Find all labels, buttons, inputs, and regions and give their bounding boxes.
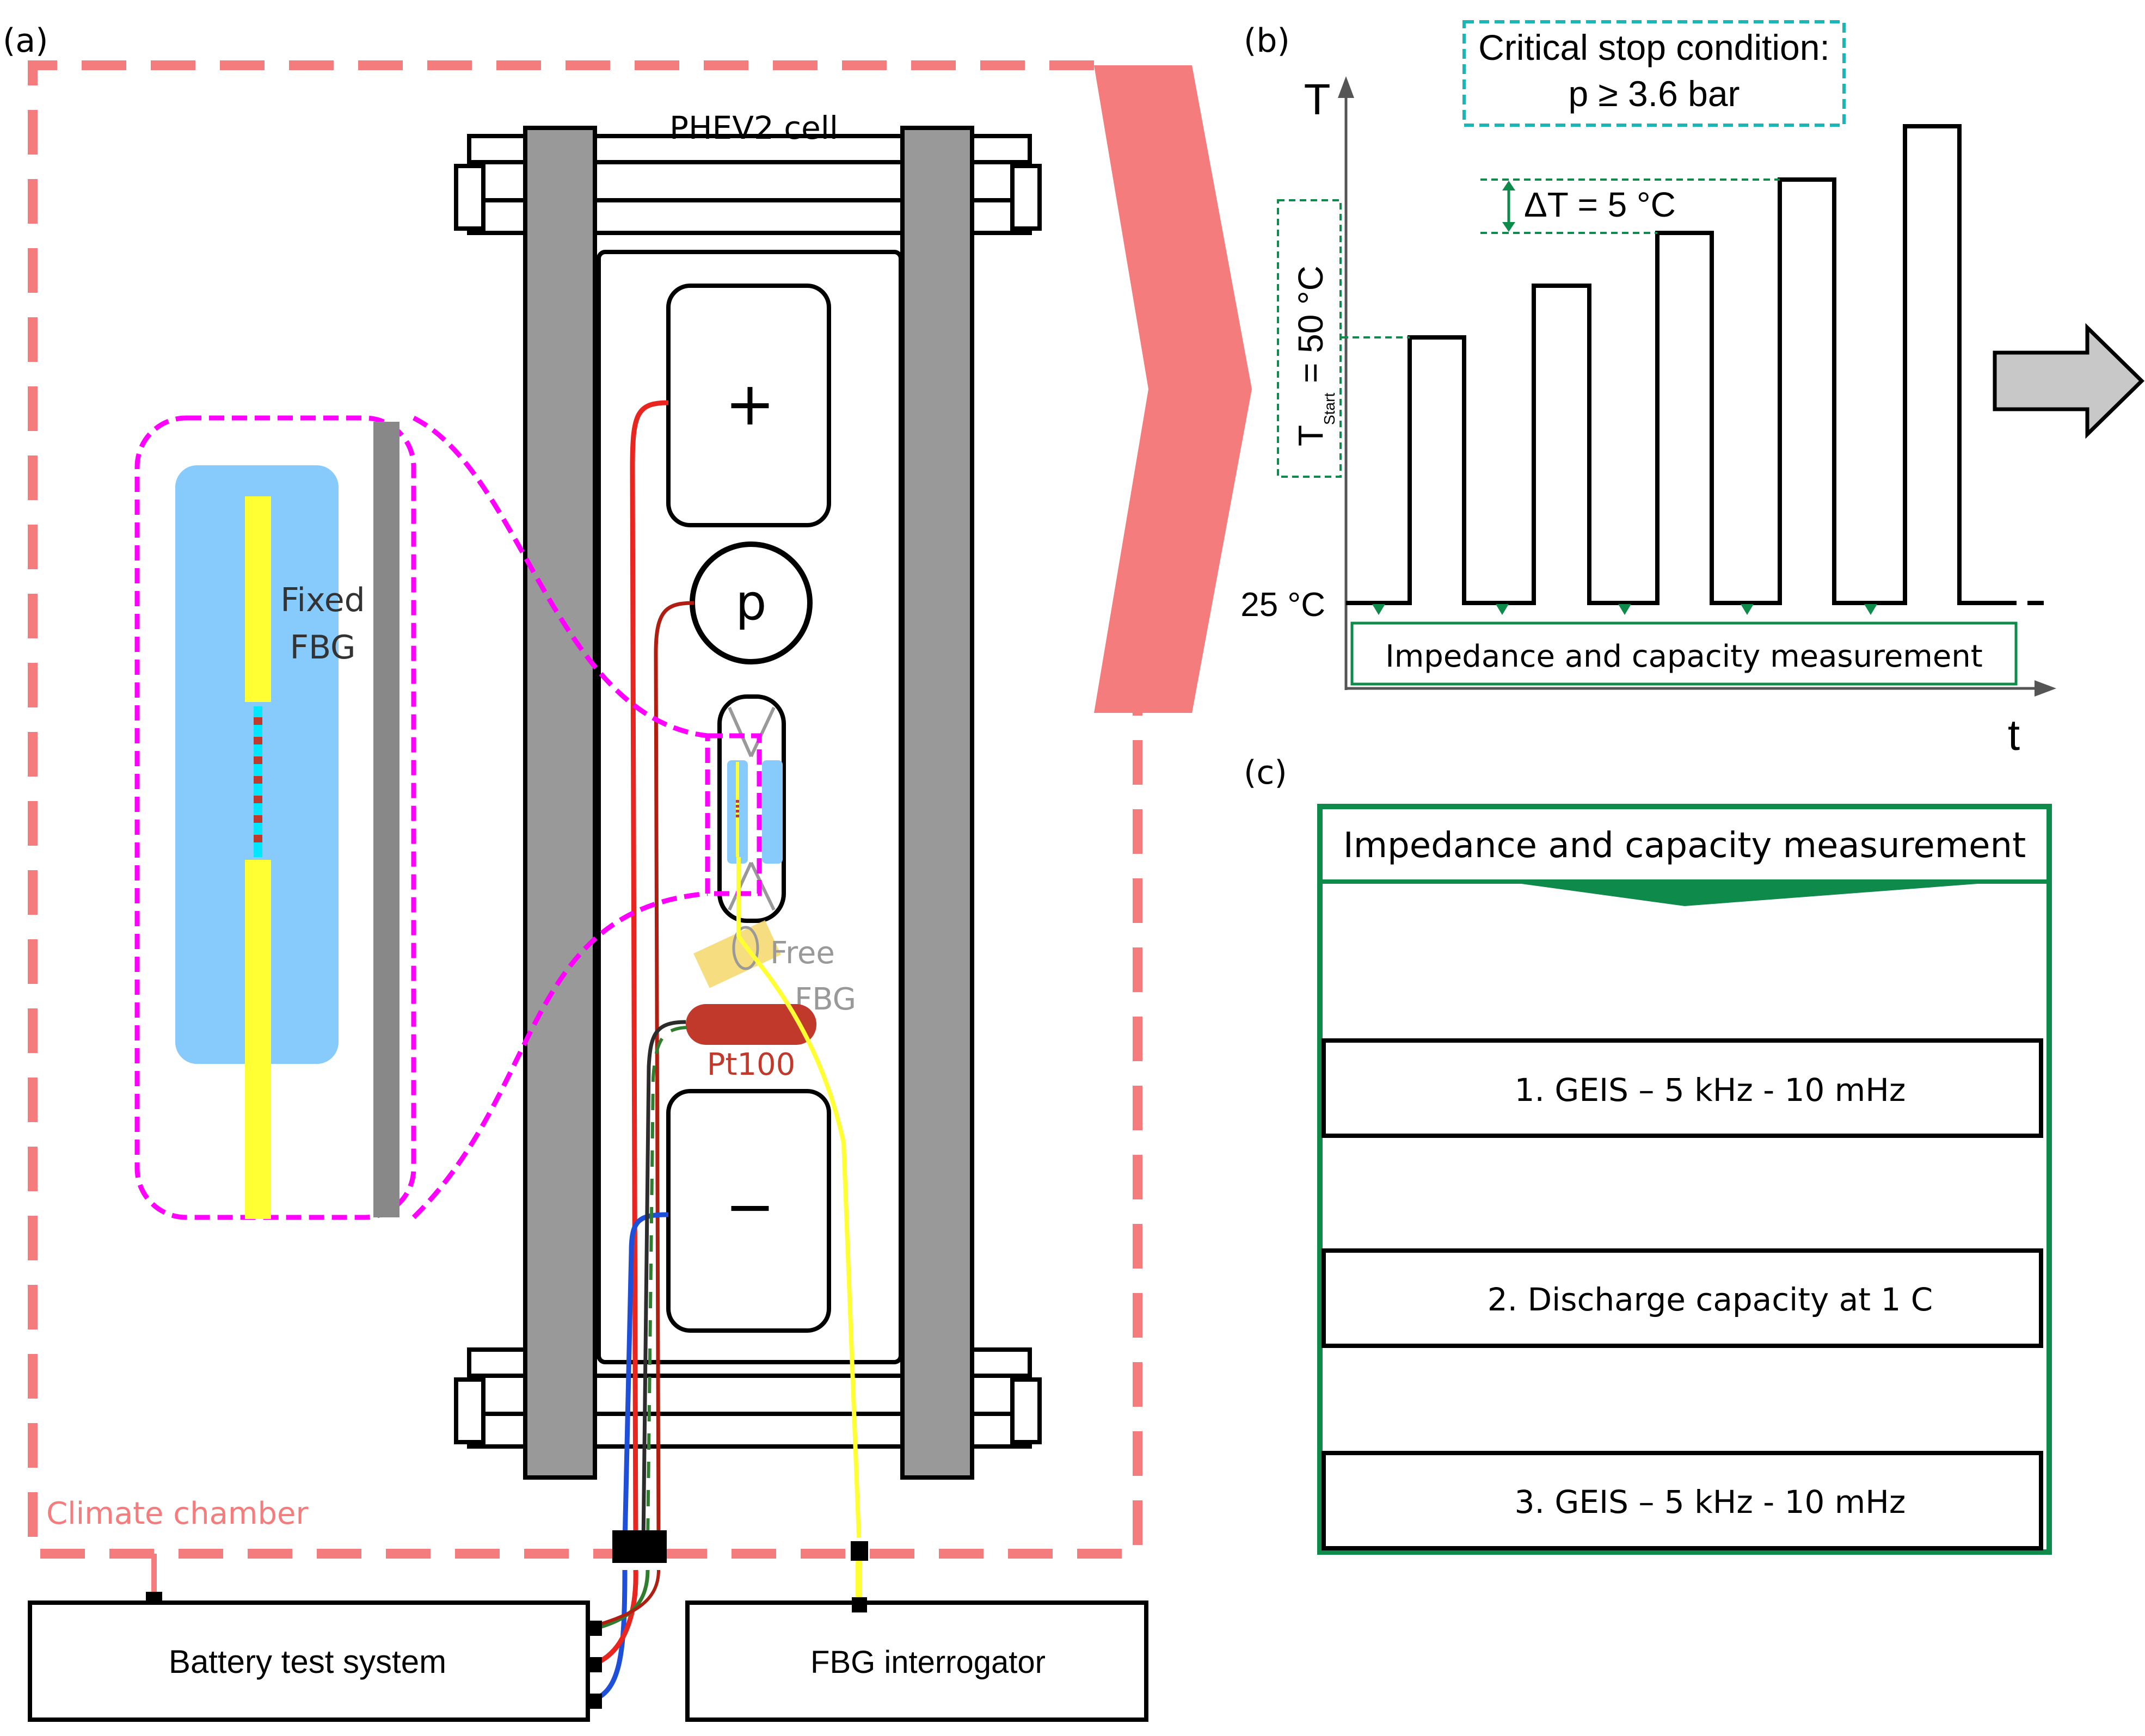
procedure-panel — [1317, 804, 2052, 1555]
procedure-step-3: 3. GEIS – 5 kHz - 10 mHz — [1515, 1483, 1906, 1520]
measurement-box-label: Impedance and capacity measurement — [1385, 639, 1983, 674]
zoom-press-plate — [373, 422, 400, 1217]
pressure-symbol: p — [735, 574, 766, 631]
climate-chamber-label: Climate chamber — [46, 1496, 309, 1531]
battery-test-system-box — [28, 1600, 590, 1722]
procedure-step-1: 1. GEIS – 5 kHz - 10 mHz — [1515, 1072, 1906, 1109]
delta-t-label: ΔT = 5 °C — [1524, 185, 1676, 224]
measurement-marker — [1496, 604, 1509, 615]
interrogator-port — [852, 1597, 867, 1612]
cell-title: PHEV2 cell — [669, 109, 838, 146]
delta-t-arrowhead-up — [1502, 181, 1515, 190]
fbg-interrogator-label: FBG interrogator — [810, 1645, 1046, 1680]
procedure-step — [1322, 1248, 2043, 1348]
measurement-marker — [1864, 604, 1877, 615]
fixed-fbg-label-line2: FBG — [290, 629, 355, 667]
procedure-step-2: 2. Discharge capacity at 1 C — [1488, 1281, 1933, 1318]
procedure-step — [1322, 1451, 2043, 1550]
t-start-main: T — [1291, 425, 1330, 446]
battery-test-system-label: Battery test system — [169, 1643, 446, 1680]
t-start-value: = 50 °C — [1291, 266, 1330, 393]
t-start-subscript: Start — [1321, 393, 1338, 425]
free-fbg-label-line1: Free — [770, 935, 835, 971]
fbg-interrogator-box — [685, 1600, 1148, 1722]
top-clamp-nut-right — [1010, 164, 1042, 231]
bottom-clamp-nut-right — [1010, 1377, 1042, 1444]
zoom-connector-lower — [411, 891, 708, 1220]
bts-port — [587, 1621, 602, 1636]
bts-port — [587, 1657, 602, 1672]
wiring — [589, 400, 862, 1703]
panel-a-label: (a) — [3, 22, 48, 60]
t-start-label: TStart = 50 °C — [1291, 266, 1338, 446]
stop-condition-box — [1462, 20, 1846, 127]
zoom-source-box — [705, 733, 762, 896]
positive-symbol: + — [725, 369, 775, 439]
positive-terminal — [666, 284, 831, 527]
wire-feedthrough-connector — [612, 1530, 667, 1563]
capsule-cross-line — [749, 706, 776, 758]
fbg-zoom-inset: Fixed FBG — [134, 415, 708, 1220]
chamber-arrow — [1094, 65, 1252, 713]
measurement-marker — [1372, 604, 1385, 615]
zoom-connector-upper — [412, 415, 708, 738]
negative-terminal — [666, 1089, 831, 1333]
climate-chamber-outline — [28, 60, 1142, 1559]
fbg-fiber — [736, 857, 861, 1538]
pt100-sensor — [686, 1004, 816, 1045]
x-axis-arrowhead — [2035, 680, 2056, 697]
y-axis-label: T — [1304, 75, 1331, 124]
measurement-marker — [1741, 604, 1754, 615]
panel-a: (a) Climate chamber PHEV2 cell + p — [3, 22, 1252, 1722]
fbg-capsule-outline — [717, 694, 786, 923]
baseline-temperature-label: 25 °C — [1240, 586, 1325, 624]
pt100-wire-green — [646, 1026, 687, 1543]
measurement-marker — [1618, 604, 1631, 615]
bottom-clamp-nut-left — [454, 1377, 485, 1444]
top-clamp-nut-left — [454, 164, 485, 231]
negative-wire — [622, 1212, 669, 1543]
panel-b: (b) Critical stop condition: p ≥ 3.6 bar… — [1240, 20, 2145, 759]
t-start-box — [1277, 199, 1342, 478]
delta-t-arrowhead-down — [1502, 222, 1515, 232]
positive-wire — [630, 400, 669, 1543]
bts-port — [587, 1694, 602, 1709]
measurement-markers — [1372, 604, 1877, 615]
fbg-capsule — [705, 694, 786, 923]
pressure-wire — [654, 601, 694, 1543]
procedure-step — [1322, 1038, 2043, 1138]
y-axis-arrowhead — [1338, 76, 1354, 98]
positive-wire-out — [589, 1569, 638, 1668]
left-press-plate — [523, 126, 597, 1480]
stop-condition-line1: Critical stop condition: — [1478, 27, 1830, 67]
x-axis-label: t — [2008, 711, 2020, 759]
pressure-wire-out — [590, 1569, 660, 1629]
right-press-plate — [900, 126, 974, 1480]
free-fbg-tape — [693, 920, 782, 988]
capsule-cross-line — [728, 706, 753, 758]
panel-c-label: (c) — [1244, 754, 1287, 792]
pt100-wire-dark — [641, 1020, 686, 1543]
capsule-cross-line — [749, 861, 776, 911]
next-step-arrow — [1993, 323, 2145, 439]
procedure-header: Impedance and capacity measurement — [1343, 826, 2026, 866]
panel-c: (c) Impedance and capacity measurement 1… — [1244, 754, 2052, 1555]
measurement-box — [1350, 621, 2018, 686]
fixed-fbg-label-line1: Fixed — [280, 581, 365, 619]
capsule-inner-fbg-right — [762, 760, 783, 864]
pt100-label: Pt100 — [707, 1047, 796, 1082]
fiber-feedthrough-connector — [851, 1541, 868, 1561]
free-fbg-marker — [732, 926, 759, 970]
temperature-profile — [1346, 124, 2000, 605]
negative-symbol: − — [725, 1172, 775, 1241]
procedure-header-pointer — [1513, 883, 1992, 906]
stop-condition-line2: p ≥ 3.6 bar — [1568, 73, 1740, 114]
panel-b-label: (b) — [1244, 22, 1290, 60]
